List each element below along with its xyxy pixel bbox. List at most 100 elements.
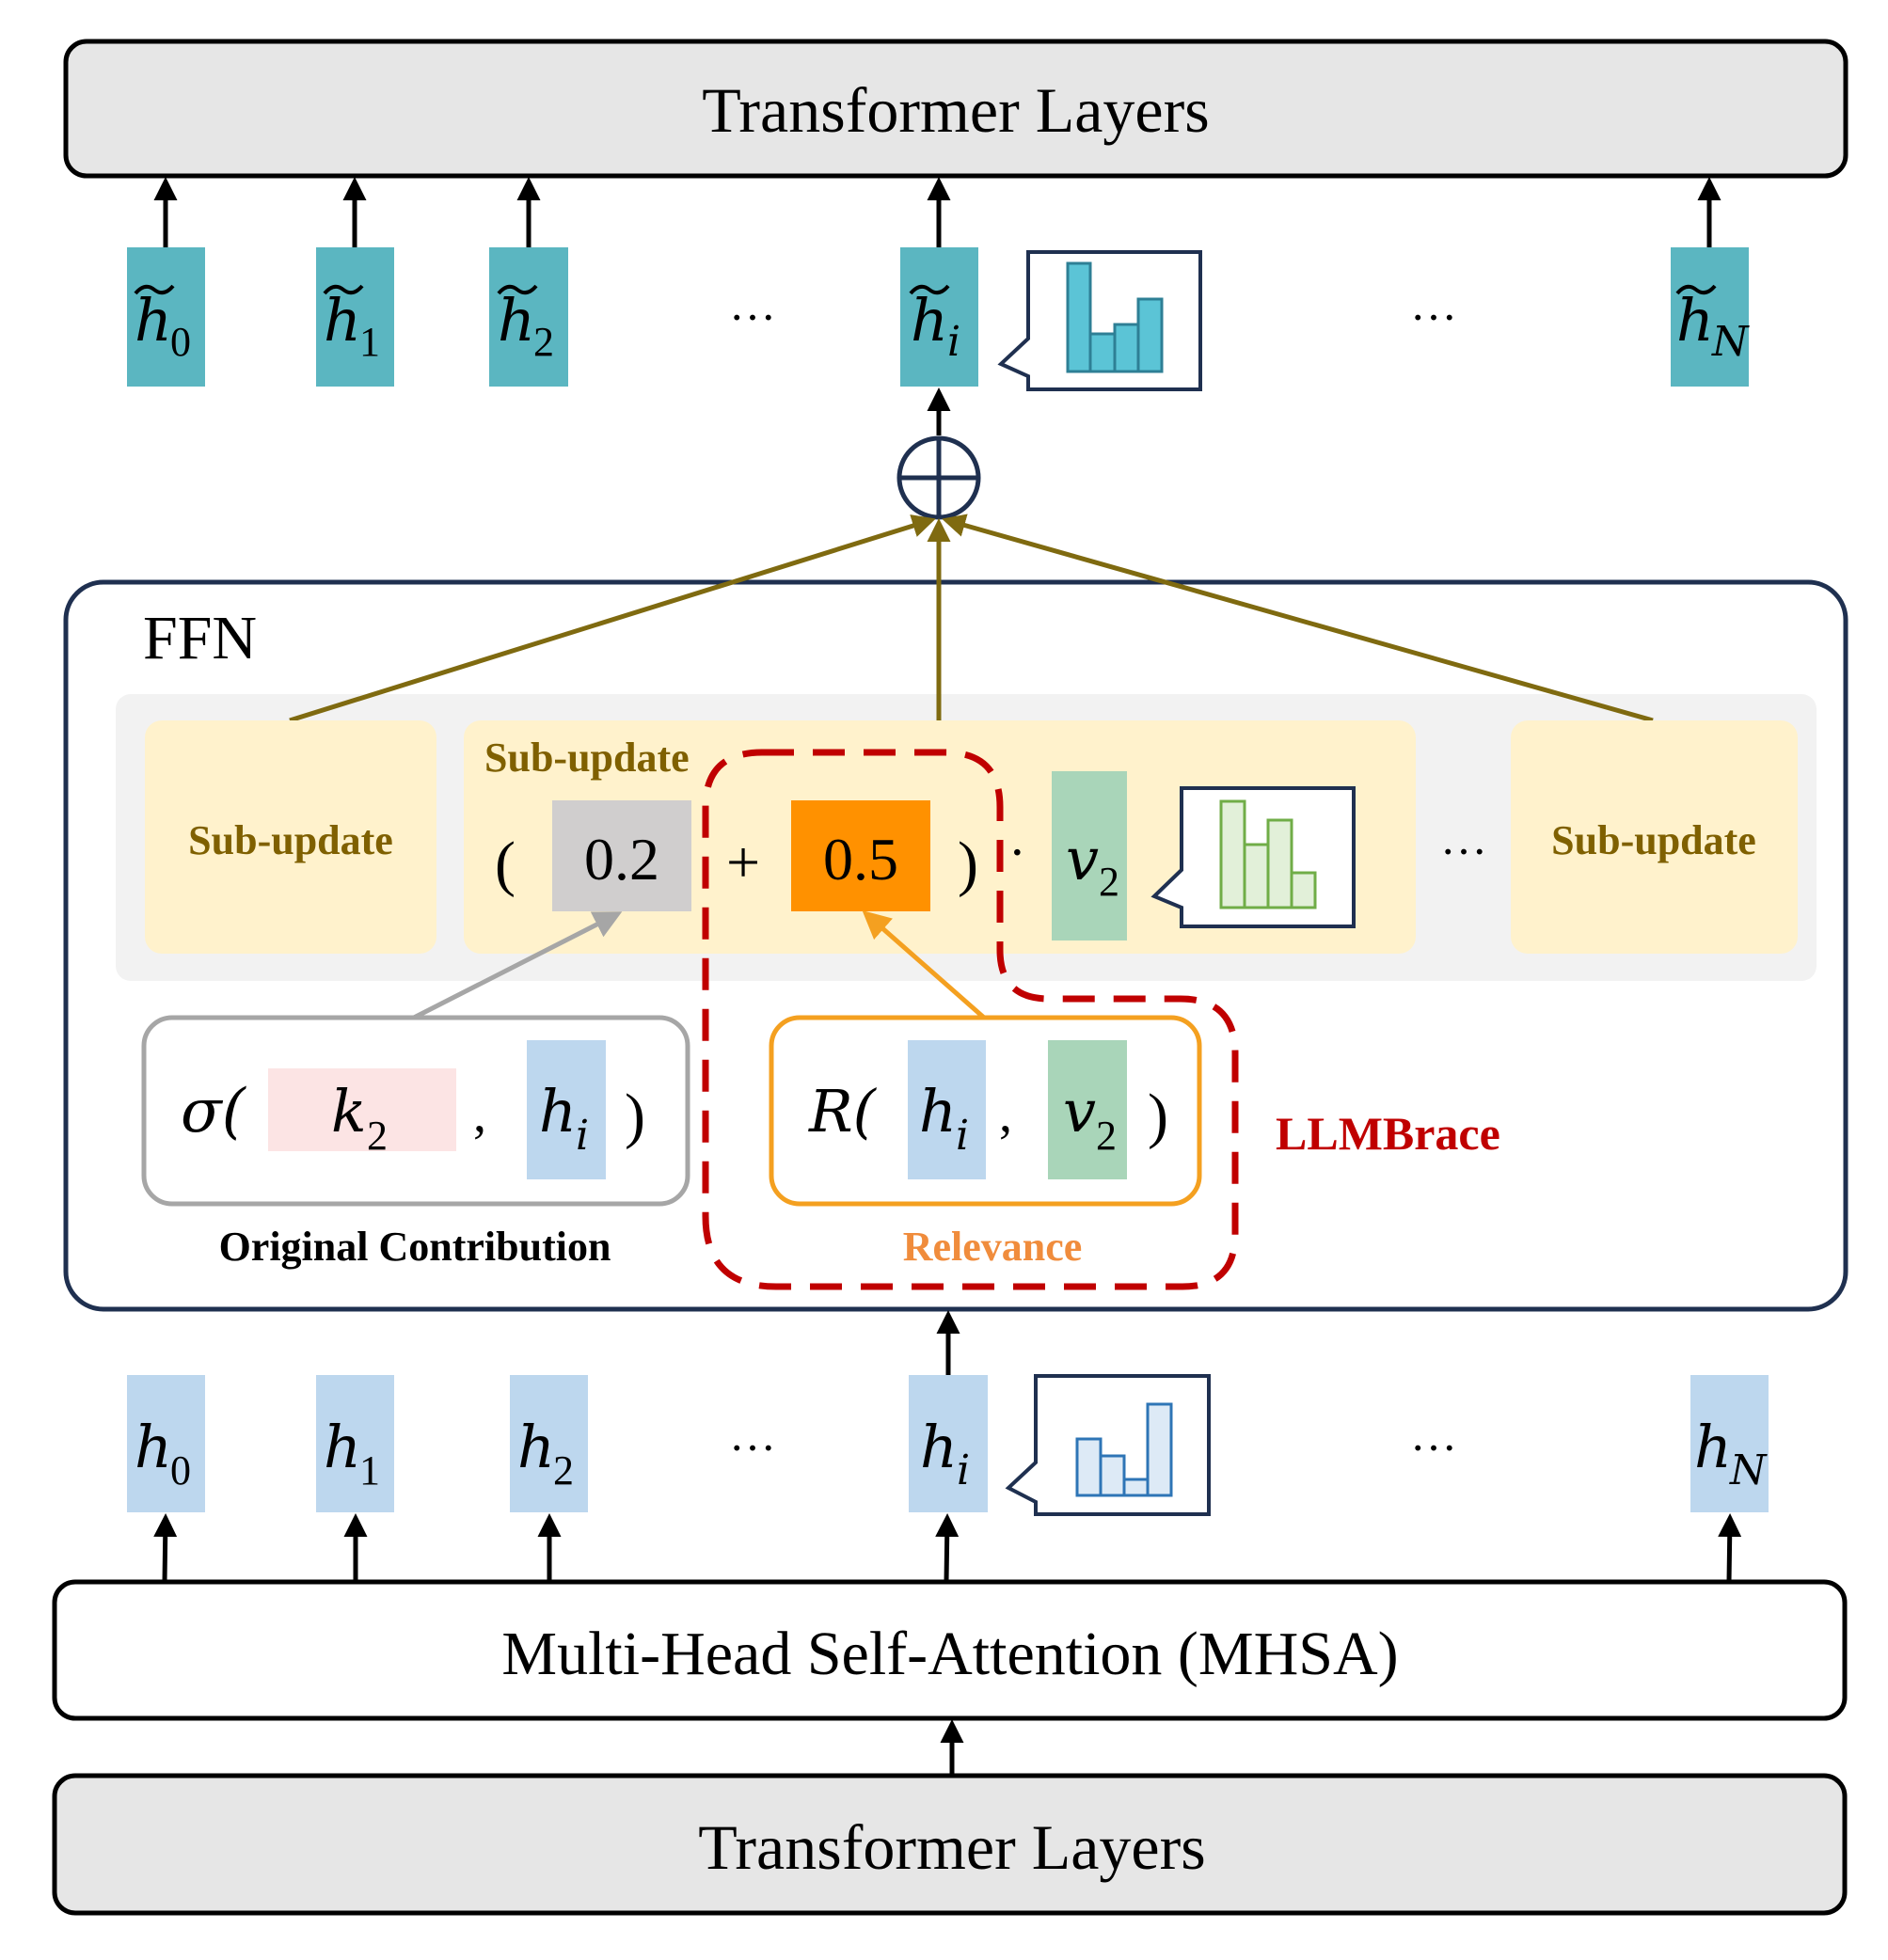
coef-original-value: 0.2 — [584, 826, 659, 893]
key-k2-box — [268, 1068, 456, 1151]
relevance-comma: , — [999, 1085, 1012, 1144]
ffn-label: FFN — [143, 604, 257, 672]
output-token-1-sub: 1 — [359, 319, 380, 365]
input-token-2-sub: 2 — [553, 1447, 574, 1494]
vector-v2-base: v — [1066, 825, 1099, 893]
llmbrace-label: LLMBrace — [1276, 1107, 1500, 1160]
original-comma: , — [473, 1085, 486, 1144]
formula-close-paren: ) — [958, 830, 978, 898]
mhsa-block: Multi-Head Self-Attention (MHSA) — [52, 1579, 1848, 1721]
sub-update-to-sum-arrows — [289, 514, 1654, 723]
output-token-2-base: h — [498, 286, 535, 355]
relevance-v2-box — [1048, 1040, 1127, 1179]
input-token-i-base: h — [920, 1413, 958, 1481]
sub-update-middle: Sub-update ( 0.2 + 0.5 ) · v 2 — [464, 720, 1416, 954]
output-token-i-sub: i — [947, 318, 960, 366]
vector-v2-sub: 2 — [1099, 859, 1119, 905]
original-contribution-box: σ( k 2 , h i ) — [141, 1015, 690, 1207]
sub-update-middle-label: Sub-update — [484, 735, 690, 781]
input-token-N: h N — [1690, 1375, 1769, 1512]
output-token-2-sub: 2 — [533, 319, 554, 365]
input-token-i-sub: i — [957, 1446, 970, 1494]
input-token-2-base: h — [517, 1413, 555, 1481]
relevance-arrow — [862, 910, 986, 1020]
value-vector-callout — [1150, 786, 1356, 928]
input-token-1-base: h — [324, 1413, 361, 1481]
output-token-1-base: h — [324, 286, 361, 355]
output-token-i: h i — [900, 247, 978, 387]
original-contribution-caption: Original Contribution — [219, 1224, 611, 1270]
tilde-mark — [1675, 284, 1717, 295]
output-token-N-sub: N — [1711, 318, 1750, 366]
sub-update-left: Sub-update — [145, 720, 436, 954]
hidden-hi-box — [527, 1040, 606, 1179]
input-token-N-base: h — [1694, 1413, 1732, 1481]
mhsa-label: Multi-Head Self-Attention (MHSA) — [501, 1620, 1398, 1688]
original-contribution-arrow — [412, 911, 623, 1020]
key-k2-sub: 2 — [367, 1113, 388, 1159]
output-token-i-base: h — [911, 286, 948, 355]
formula-dot: · — [1008, 824, 1026, 882]
relevance-hi-sub: i — [956, 1112, 969, 1160]
formula-open-paren: ( — [495, 830, 516, 898]
input-ellipsis-1: … — [729, 1408, 776, 1461]
original-close-paren: ) — [625, 1082, 645, 1150]
sub-update-right: Sub-update — [1511, 720, 1798, 954]
input-token-i: h i — [909, 1375, 988, 1512]
output-ellipsis-1: … — [729, 277, 776, 330]
output-ellipsis-2: … — [1410, 277, 1457, 330]
key-k2-base: k — [331, 1077, 367, 1146]
output-token-0-sub: 0 — [170, 319, 191, 365]
input-token-0-base: h — [135, 1413, 172, 1481]
bar-chart-icon — [1075, 1402, 1173, 1497]
vector-v2-box — [1052, 771, 1127, 940]
input-token-0-sub: 0 — [170, 1447, 191, 1494]
input-token-1: h 1 — [316, 1375, 394, 1512]
tilde-mark — [323, 284, 364, 295]
relevance-caption: Relevance — [903, 1224, 1083, 1270]
output-token-N-base: h — [1676, 286, 1714, 355]
output-token-0-base: h — [135, 286, 172, 355]
tilde-mark — [134, 284, 175, 295]
input-token-1-sub: 1 — [359, 1447, 380, 1494]
input-token-N-sub: N — [1729, 1446, 1768, 1494]
hidden-hi-sub: i — [576, 1112, 589, 1160]
input-token-2: h 2 — [510, 1375, 588, 1512]
bottom-transformer-label: Transformer Layers — [698, 1811, 1205, 1883]
input-ellipsis-2: … — [1410, 1408, 1457, 1461]
sub-update-ellipsis: … — [1440, 812, 1487, 864]
relevance-v2-base: v — [1063, 1077, 1096, 1146]
top-transformer-label: Transformer Layers — [702, 74, 1209, 146]
llmbrace-dashed-outline — [702, 749, 1239, 1290]
relevance-hi-base: h — [919, 1077, 957, 1146]
bottom-transformer-layers: Transformer Layers — [52, 1773, 1848, 1916]
output-token-0: h 0 — [127, 247, 205, 387]
input-token-0: h 0 — [127, 1375, 205, 1512]
relevance-close-paren: ) — [1148, 1082, 1168, 1150]
output-token-1: h 1 — [316, 247, 394, 387]
mhsa-to-input-arrows — [153, 1513, 1742, 1583]
output-to-top-arrows — [153, 177, 1721, 247]
relevance-v2-sub: 2 — [1096, 1113, 1117, 1159]
hidden-hi-base: h — [539, 1077, 577, 1146]
sum-circle — [896, 435, 981, 520]
coef-original-box — [552, 800, 691, 911]
formula-plus: + — [726, 829, 760, 895]
relevance-func: R( — [808, 1077, 878, 1146]
sigma-func: σ( — [181, 1077, 247, 1146]
bar-chart-icon — [1066, 261, 1164, 373]
coef-relevance-value: 0.5 — [823, 826, 898, 893]
coef-relevance-box — [791, 800, 930, 911]
relevance-hi-box — [908, 1040, 986, 1179]
bar-chart-icon — [1219, 799, 1317, 909]
input-distribution-callout — [1005, 1374, 1211, 1516]
top-transformer-layers: Transformer Layers — [63, 39, 1848, 179]
sub-update-right-label: Sub-update — [1551, 817, 1756, 863]
output-token-2: h 2 — [489, 247, 568, 387]
relevance-box: R( h i , v 2 ) — [769, 1015, 1202, 1207]
output-distribution-callout — [997, 250, 1202, 391]
tilde-mark — [497, 284, 538, 295]
tilde-mark — [909, 284, 950, 295]
